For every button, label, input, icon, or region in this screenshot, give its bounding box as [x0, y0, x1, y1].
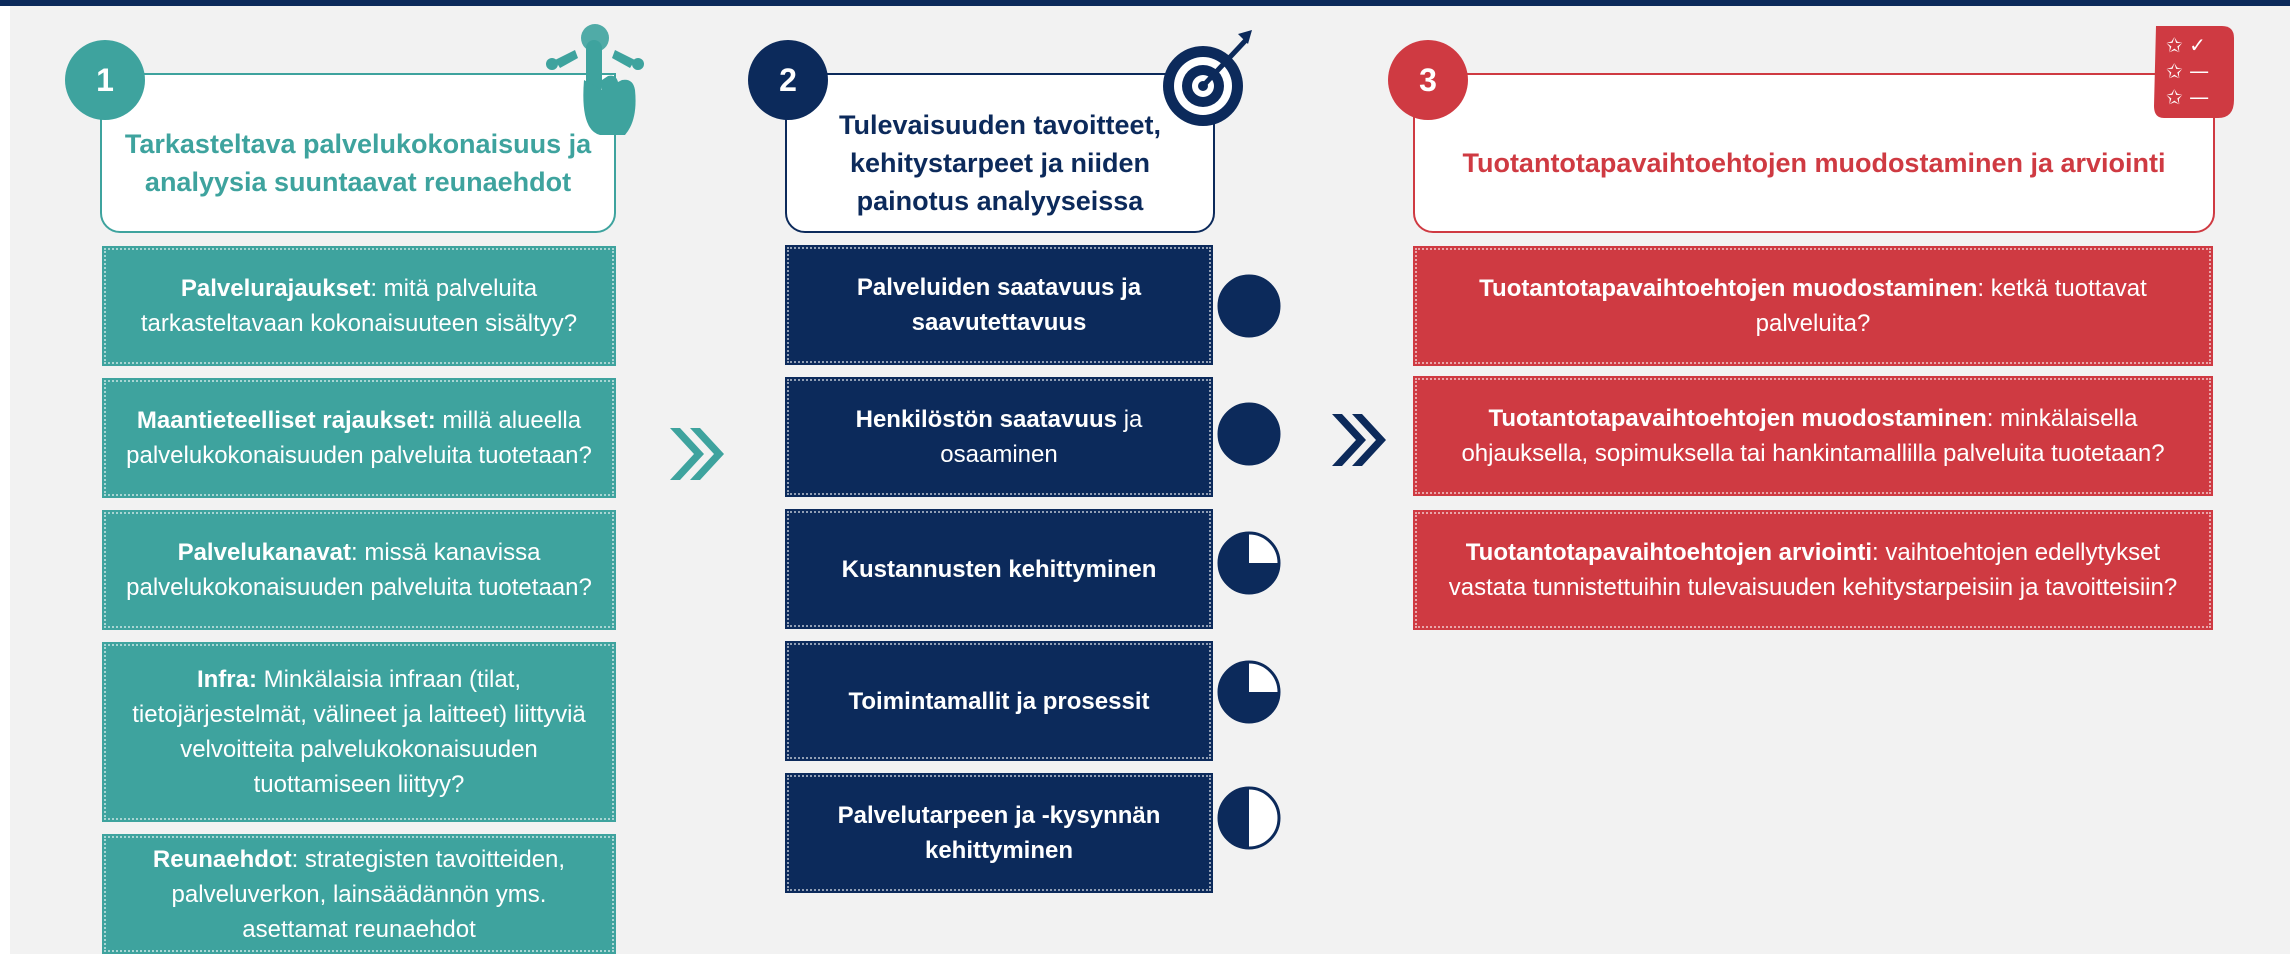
- item-text: : minkälaisella ohjauksella, sopimuksell…: [1461, 405, 2165, 467]
- item-text: : mitä palveluita tarkasteltavaan kokona…: [140, 275, 578, 337]
- column1-item: Palvelurajaukset: mitä palveluita tarkas…: [102, 246, 616, 366]
- column1-item: Palvelukanavat: missä kanavissa palveluk…: [102, 510, 616, 630]
- column1-item: Reunaehdot: strategisten tavoitteiden, p…: [102, 834, 616, 954]
- item-bold-label: Tuotantotapavaihtoehtojen muodostaminen: [1488, 405, 1987, 432]
- column1-title: Tarkasteltava palvelukokonaisuus ja anal…: [124, 129, 592, 197]
- chevron-double-right-icon: [1332, 414, 1386, 466]
- column2-number-badge: 2: [748, 40, 828, 120]
- column1-header: Tarkasteltava palvelukokonaisuus ja anal…: [100, 73, 616, 233]
- svg-text:✩ —: ✩ —: [2166, 85, 2209, 109]
- item-bold-label: Palvelukanavat: [177, 539, 352, 566]
- item-text: : vaihtoehtojen edellytykset vastata tun…: [1448, 539, 2178, 601]
- left-margin-strip: [0, 6, 10, 954]
- item-text: : strategisten tavoitteiden, palveluverk…: [171, 845, 566, 943]
- item-bold-label: Palvelurajaukset: [180, 275, 371, 302]
- column2-item: Palvelutarpeen ja -kysynnän kehittyminen: [785, 773, 1213, 893]
- hand-tap-icon: [546, 24, 644, 135]
- column2-item: Kustannusten kehittyminen: [785, 509, 1213, 629]
- target-icon: [1163, 30, 1252, 126]
- column3-item: Tuotantotapavaihtoehtojen arviointi: vai…: [1413, 510, 2213, 630]
- item-bold-label: Tuotantotapavaihtoehtojen arviointi: [1465, 539, 1873, 566]
- svg-text:✩ —: ✩ —: [2166, 59, 2209, 83]
- harvey-ball-icon: [1217, 274, 1281, 338]
- item-bold-label: Henkilöstön saatavuus: [855, 406, 1118, 433]
- top-border-line: [0, 0, 2290, 6]
- column3-number-badge: 3: [1388, 40, 1468, 120]
- item-bold-label: Palvelutarpeen ja -kysynnän kehittyminen: [837, 802, 1161, 864]
- item-bold-label: Palveluiden saatavuus ja saavutettavuus: [856, 274, 1142, 336]
- item-text: : missä kanavissa palvelukokonaisuuden p…: [126, 539, 592, 601]
- item-bold-label: Infra:: [196, 666, 257, 693]
- item-text: ja osaaminen: [940, 406, 1143, 468]
- column3-item: Tuotantotapavaihtoehtojen muodostaminen:…: [1413, 246, 2213, 366]
- item-text: millä alueella palvelukokonaisuuden palv…: [126, 407, 592, 469]
- item-bold-label: Reunaehdot: [152, 845, 292, 873]
- harvey-ball-icon: [1217, 531, 1281, 595]
- harvey-ball-icon: [1217, 402, 1281, 466]
- item-bold-label: Kustannusten kehittyminen: [841, 555, 1157, 583]
- column3-header: Tuotantotapavaihtoehtojen muodostaminen …: [1413, 73, 2215, 233]
- chevron-double-right-icon: [670, 428, 724, 480]
- item-bold-label: Tuotantotapavaihtoehtojen muodostaminen: [1479, 275, 1978, 302]
- checklist-icon: ✩ ✓ ✩ — ✩ —: [2154, 26, 2234, 118]
- column2-title: Tulevaisuuden tavoitteet, kehitystarpeet…: [838, 110, 1162, 216]
- column2-header: Tulevaisuuden tavoitteet, kehitystarpeet…: [785, 73, 1215, 233]
- column1-item: Infra: Minkälaisia infraan (tilat, tieto…: [102, 642, 616, 822]
- svg-text:✩ ✓: ✩ ✓: [2166, 33, 2206, 57]
- item-bold-label: Toimintamallit ja prosessit: [848, 687, 1150, 715]
- column1-number-badge: 1: [65, 40, 145, 120]
- column2-item: Toimintamallit ja prosessit: [785, 641, 1213, 761]
- harvey-ball-icon: [1217, 660, 1281, 724]
- harvey-ball-icon: [1217, 786, 1281, 850]
- column3-title: Tuotantotapavaihtoehtojen muodostaminen …: [1462, 148, 2166, 178]
- column3-item: Tuotantotapavaihtoehtojen muodostaminen:…: [1413, 376, 2213, 496]
- column1-item: Maantieteelliset rajaukset: millä alueel…: [102, 378, 616, 498]
- item-text: : ketkä tuottavat palveluita?: [1755, 275, 2147, 337]
- item-text: Minkälaisia infraan (tilat, tietojärjest…: [132, 666, 586, 798]
- column2-item: Henkilöstön saatavuus ja osaaminen: [785, 377, 1213, 497]
- item-bold-label: Maantieteelliset rajaukset:: [136, 407, 436, 434]
- column2-item: Palveluiden saatavuus ja saavutettavuus: [785, 245, 1213, 365]
